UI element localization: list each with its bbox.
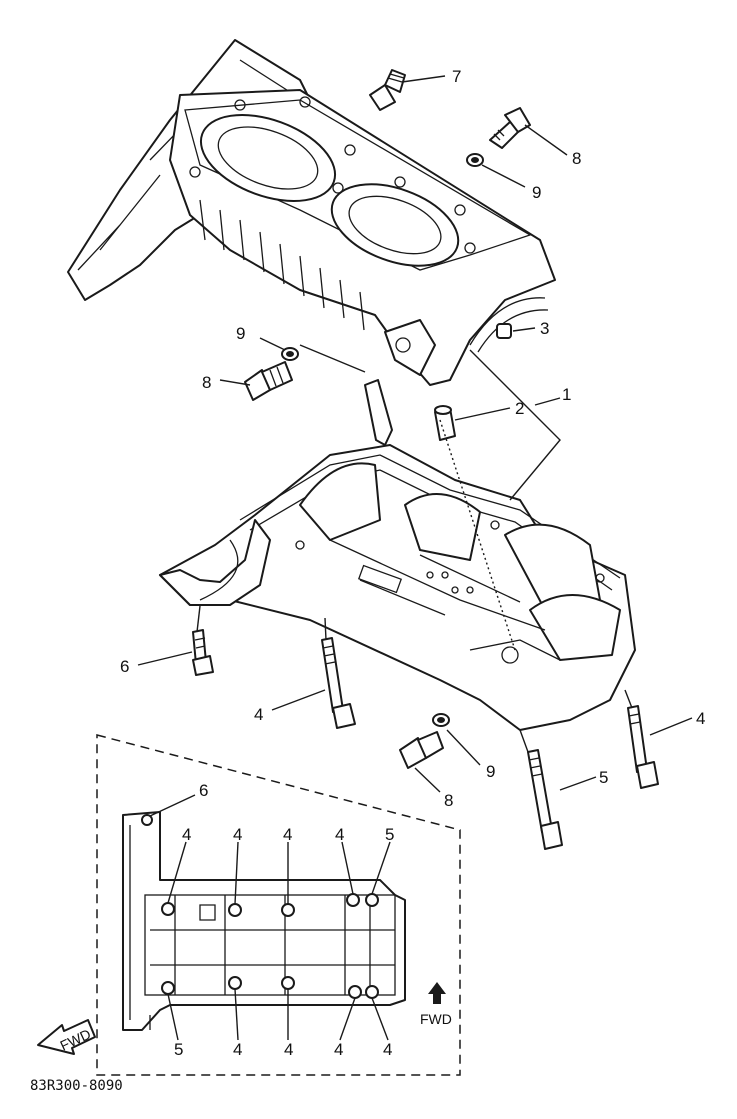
inset-callout-4-f: 4 [284,1040,293,1059]
callout-7: 7 [452,67,461,86]
bolt-4-left [321,637,356,729]
callout-9-upper: 9 [532,183,541,202]
callout-4-left: 4 [254,705,263,724]
callout-8-mid: 8 [202,373,211,392]
inset-callout-6: 6 [199,781,208,800]
inset-callout-4-d: 4 [335,825,344,844]
inset-callout-4-g: 4 [334,1040,343,1059]
inset-callout-5-a: 5 [385,825,394,844]
sleeve-2 [434,405,456,441]
bolt-8-upper [489,107,531,149]
inset-callout-5-b: 5 [174,1040,183,1059]
plug-7 [369,69,406,111]
bolt-6 [192,629,214,676]
callout-3: 3 [540,319,549,338]
washer-9-mid [281,347,299,361]
callout-8-upper: 8 [572,149,581,168]
inset-callout-4-a: 4 [182,825,191,844]
callout-5: 5 [599,768,608,787]
bolt-8-mid [244,361,293,401]
inset-callout-4-b: 4 [233,825,242,844]
fwd-stamp-icon: FWD [37,1019,96,1055]
callout-6: 6 [120,657,129,676]
washer-9-lower [432,713,450,727]
inset-callout-4-h: 4 [383,1040,392,1059]
callout-2: 2 [515,399,524,418]
callout-4-right: 4 [696,709,705,728]
upper-crankcase [67,39,556,386]
callout-8-lower: 8 [444,791,453,810]
fwd-label: FWD [420,1011,452,1027]
lower-crankcase [159,379,636,731]
callout-9-mid: 9 [236,324,245,343]
bolt-8-lower [399,731,444,769]
diagram-code: 83R300-8090 [30,1078,123,1094]
bolt-4-right [627,705,659,789]
inset-callout-4-c: 4 [283,825,292,844]
bolt-5 [527,749,563,850]
washer-9-upper [466,153,484,167]
inset-tightening-sequence: 6 4 4 4 4 5 5 4 4 4 4 FWD [96,734,461,1076]
inset-callout-4-e: 4 [233,1040,242,1059]
callout-9-lower: 9 [486,762,495,781]
fwd-arrow-icon [428,982,446,1004]
dowel-3 [496,323,512,339]
callout-1: 1 [562,385,571,404]
